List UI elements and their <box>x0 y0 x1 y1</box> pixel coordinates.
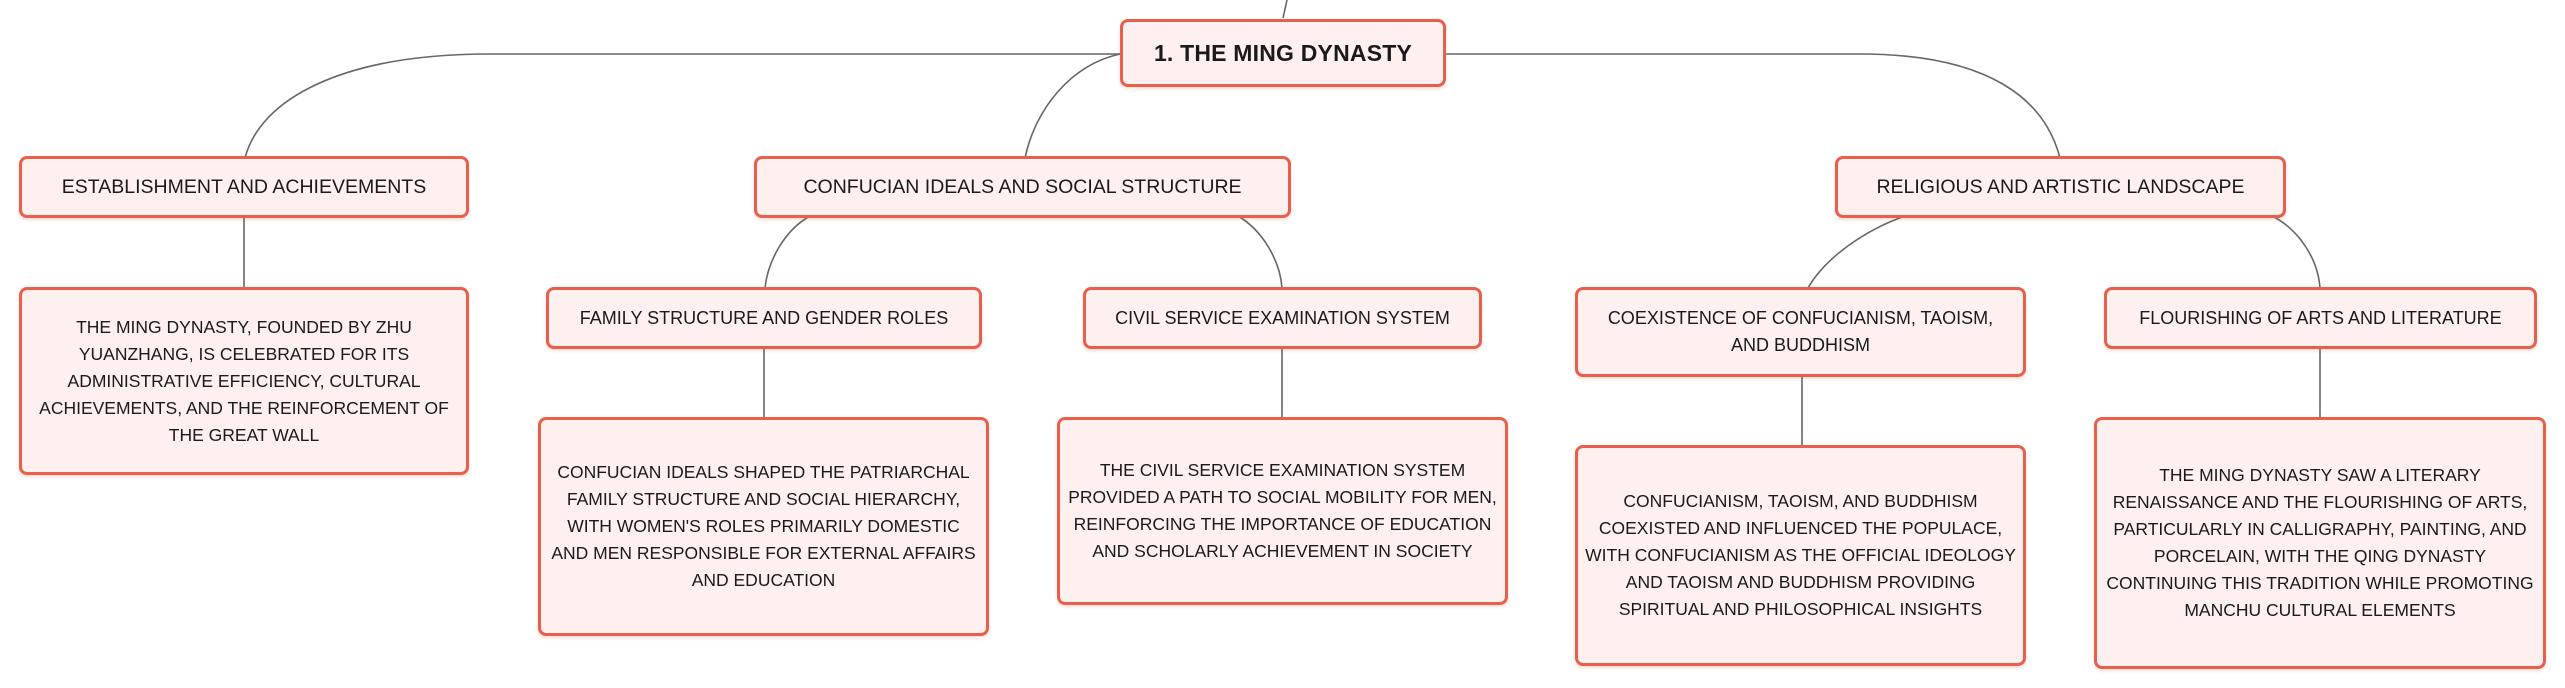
description-coexistence-text: CONFUCIANISM, TAOISM, AND BUDDHISM COEXI… <box>1585 491 2016 619</box>
subtopic-family-label: FAMILY STRUCTURE AND GENDER ROLES <box>579 307 949 328</box>
subtopic-coexistence[interactable]: COEXISTENCE OF CONFUCIANISM, TAOISM, AND… <box>1575 287 2026 377</box>
description-coexistence[interactable]: CONFUCIANISM, TAOISM, AND BUDDHISM COEXI… <box>1575 445 2026 666</box>
root-node[interactable]: 1. THE MING DYNASTY <box>1120 19 1446 87</box>
topic-religious[interactable]: RELIGIOUS AND ARTISTIC LANDSCAPE <box>1835 156 2286 218</box>
topic-confucian[interactable]: CONFUCIAN IDEALS AND SOCIAL STRUCTURE <box>754 156 1291 218</box>
connector-root-religious <box>1445 53 2061 159</box>
description-civil-service-text: THE CIVIL SERVICE EXAMINATION SYSTEM PRO… <box>1068 460 1497 561</box>
description-family-text: CONFUCIAN IDEALS SHAPED THE PATRIARCHAL … <box>551 462 976 590</box>
subtopic-civil-service-label: CIVIL SERVICE EXAMINATION SYSTEM <box>1115 307 1450 328</box>
topic-confucian-label: CONFUCIAN IDEALS AND SOCIAL STRUCTURE <box>803 175 1242 198</box>
root-label: 1. THE MING DYNASTY <box>1153 39 1413 66</box>
topic-establishment[interactable]: ESTABLISHMENT AND ACHIEVEMENTS <box>19 156 469 218</box>
subtopic-arts-label: FLOURISHING OF ARTS AND LITERATURE <box>2139 307 2502 328</box>
description-establishment[interactable]: THE MING DYNASTY, FOUNDED BY ZHU YUANZHA… <box>19 287 469 475</box>
connector-confucian-family <box>764 215 811 289</box>
connector-religious-coexistence <box>1807 215 1906 289</box>
connector-religious-arts <box>2271 215 2321 289</box>
connector-root-confucian <box>1024 53 1121 159</box>
topic-religious-label: RELIGIOUS AND ARTISTIC LANDSCAPE <box>1876 175 2245 198</box>
connector-root-up <box>1282 0 1288 19</box>
topic-establishment-label: ESTABLISHMENT AND ACHIEVEMENTS <box>61 175 427 198</box>
subtopic-coexistence-label: COEXISTENCE OF CONFUCIANISM, TAOISM, AND… <box>1607 308 1994 355</box>
description-family[interactable]: CONFUCIAN IDEALS SHAPED THE PATRIARCHAL … <box>538 417 989 636</box>
description-arts[interactable]: THE MING DYNASTY SAW A LITERARY RENAISSA… <box>2094 417 2546 669</box>
description-arts-text: THE MING DYNASTY SAW A LITERARY RENAISSA… <box>2106 465 2534 620</box>
subtopic-family[interactable]: FAMILY STRUCTURE AND GENDER ROLES <box>546 287 982 349</box>
connector-root-establishment <box>244 53 1120 159</box>
description-civil-service[interactable]: THE CIVIL SERVICE EXAMINATION SYSTEM PRO… <box>1057 417 1508 605</box>
subtopic-arts[interactable]: FLOURISHING OF ARTS AND LITERATURE <box>2104 287 2537 349</box>
description-establishment-text: THE MING DYNASTY, FOUNDED BY ZHU YUANZHA… <box>39 316 449 445</box>
subtopic-civil-service[interactable]: CIVIL SERVICE EXAMINATION SYSTEM <box>1083 287 1482 349</box>
connector-confucian-civil <box>1237 215 1283 289</box>
